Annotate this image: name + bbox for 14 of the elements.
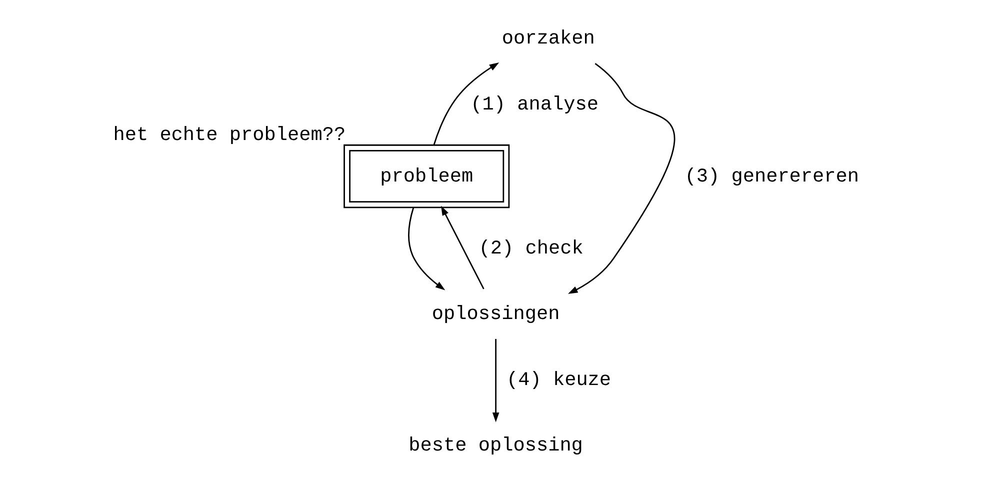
arrow [408,207,446,290]
edge-label: (4) keuze [506,368,612,391]
node-text: oorzaken [502,28,595,50]
arrow [441,206,484,290]
edge-label: (2) check [478,237,584,260]
node-text: oplossingen [432,303,560,326]
arrow [568,62,675,294]
node-text: beste oplossing [408,434,583,457]
node-label: het echte probleem?? [113,124,346,146]
edge-label: (1) analyse [470,93,598,116]
arrow [433,62,500,146]
node-box: probleem [344,144,510,208]
edge-label: (3) generereren [684,165,860,188]
arrow [492,338,500,422]
